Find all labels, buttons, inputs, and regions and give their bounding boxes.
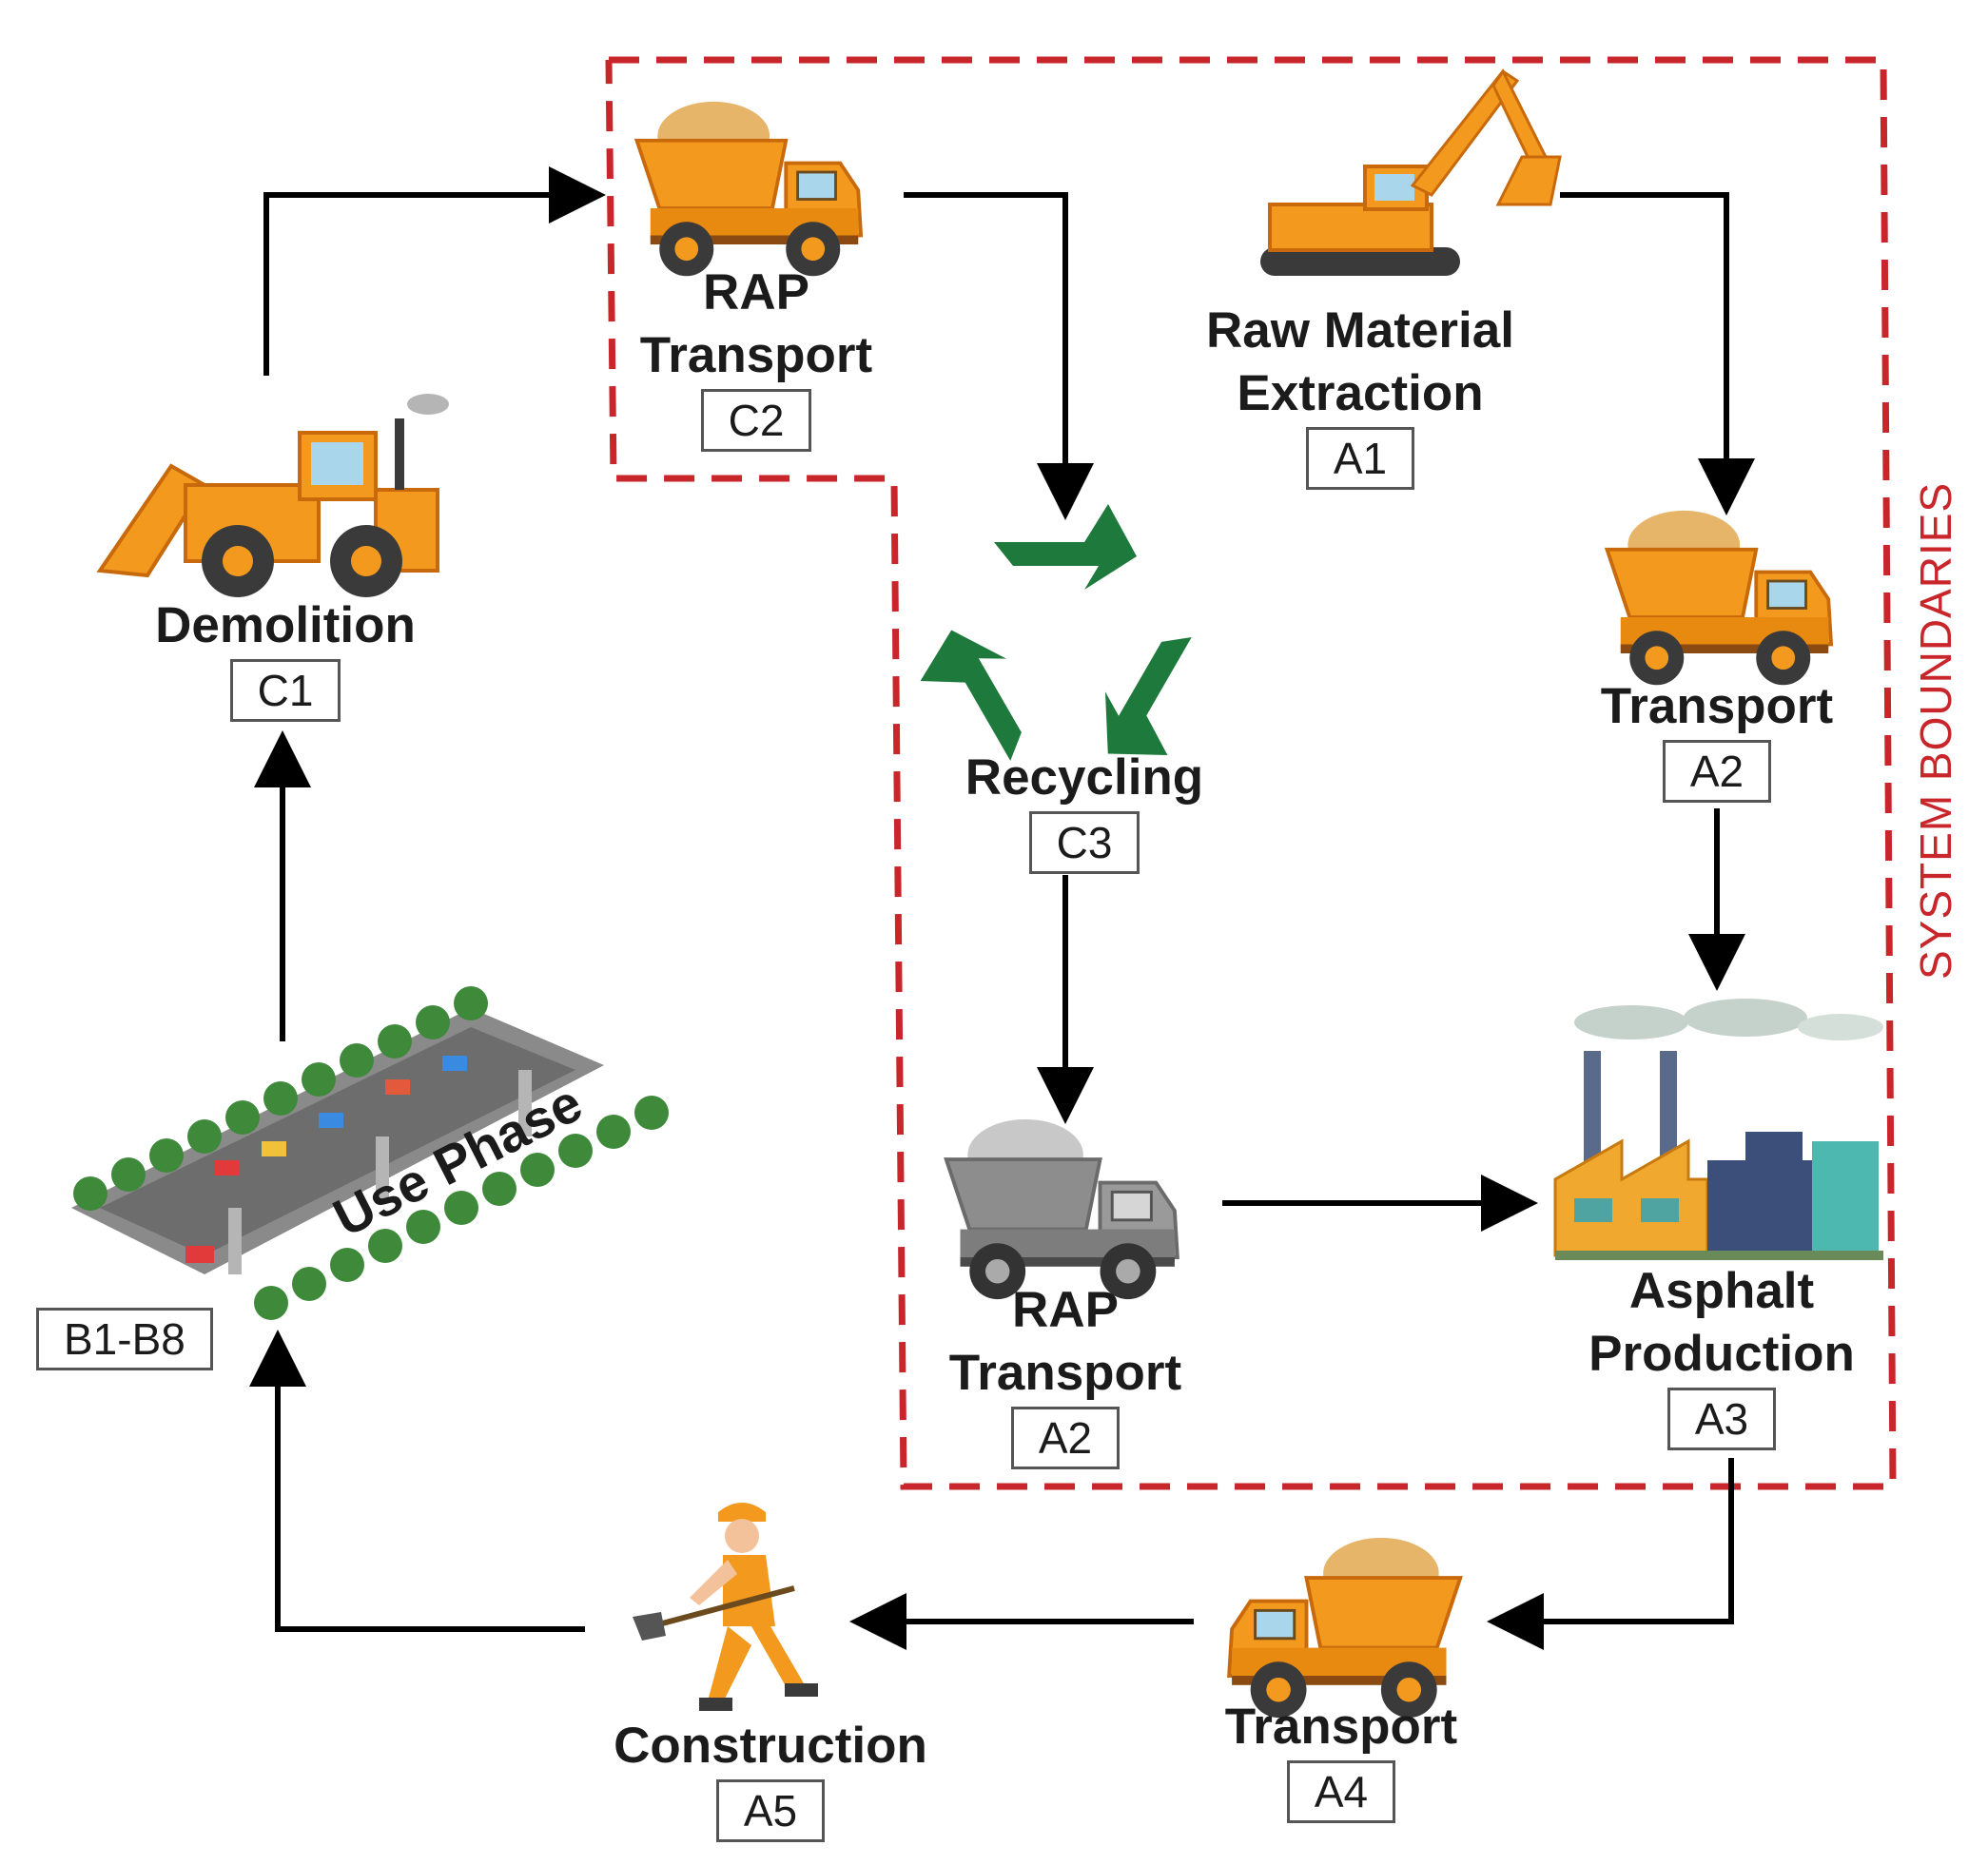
node-code: A3 <box>1666 1388 1777 1450</box>
flow-arrows <box>249 166 1755 1650</box>
node-use-phase-code: B1-B8 <box>36 1306 213 1370</box>
dump-truck-icon <box>1227 1535 1463 1720</box>
factory-icon <box>1553 999 1883 1260</box>
arrow-a5-to-use <box>249 1330 585 1632</box>
node-recycling: Recycling C3 <box>942 747 1227 874</box>
node-code: A2 <box>1010 1407 1121 1469</box>
node-label: Construction <box>614 1718 927 1774</box>
loader-icon <box>96 394 449 597</box>
node-raw-material-extraction: Raw Material Extraction A1 <box>1179 300 1541 490</box>
node-transport-a4: Transport A4 <box>1199 1696 1484 1823</box>
node-construction: Construction A5 <box>599 1715 942 1842</box>
node-code: B1-B8 <box>36 1308 213 1370</box>
node-rap-transport-a2: RAP Transport A2 <box>923 1279 1208 1469</box>
node-code: A1 <box>1305 427 1415 490</box>
dump-truck-icon <box>634 100 864 279</box>
node-label: Transport <box>1224 1699 1458 1755</box>
node-transport-a2: Transport A2 <box>1574 675 1860 803</box>
dump-truck-icon <box>1605 509 1833 688</box>
node-label-line2: Extraction <box>1237 365 1484 421</box>
worker-icon <box>633 1503 818 1711</box>
node-code: A5 <box>715 1779 826 1842</box>
arrow-a1-to-a2 <box>1560 192 1755 515</box>
arrow-c1-to-c2 <box>263 166 606 376</box>
arrow-a3-to-a4 <box>1487 1458 1734 1650</box>
node-rap-transport-c2: RAP Transport C2 <box>614 262 899 452</box>
system-boundary <box>605 56 1897 1490</box>
system-boundaries-label: SYSTEM BOUNDARIES <box>1911 481 1960 980</box>
excavator-icon <box>1260 68 1562 276</box>
node-label-line2: Transport <box>948 1345 1182 1401</box>
node-label-line1: RAP <box>703 264 809 321</box>
node-code: C2 <box>700 389 812 452</box>
node-label: Demolition <box>155 597 416 653</box>
node-label: Transport <box>1600 678 1834 734</box>
node-label-line2: Transport <box>639 327 873 383</box>
node-label: Recycling <box>965 749 1204 806</box>
node-code: C1 <box>229 659 341 722</box>
node-label-line1: Raw Material <box>1205 302 1514 359</box>
node-demolition: Demolition C1 <box>133 594 438 722</box>
node-label-line2: Production <box>1588 1326 1855 1382</box>
node-label-line1: RAP <box>1012 1282 1119 1338</box>
node-code: C3 <box>1028 811 1140 874</box>
node-code: A4 <box>1286 1760 1396 1823</box>
recycle-icon <box>906 504 1225 780</box>
highway-icon <box>71 986 669 1320</box>
node-asphalt-production: Asphalt Production A3 <box>1569 1260 1874 1450</box>
node-code: A2 <box>1662 740 1772 803</box>
dump-truck-icon <box>944 1117 1179 1302</box>
node-label-line1: Asphalt <box>1628 1263 1815 1319</box>
arrow-c2-to-c3 <box>904 192 1094 520</box>
